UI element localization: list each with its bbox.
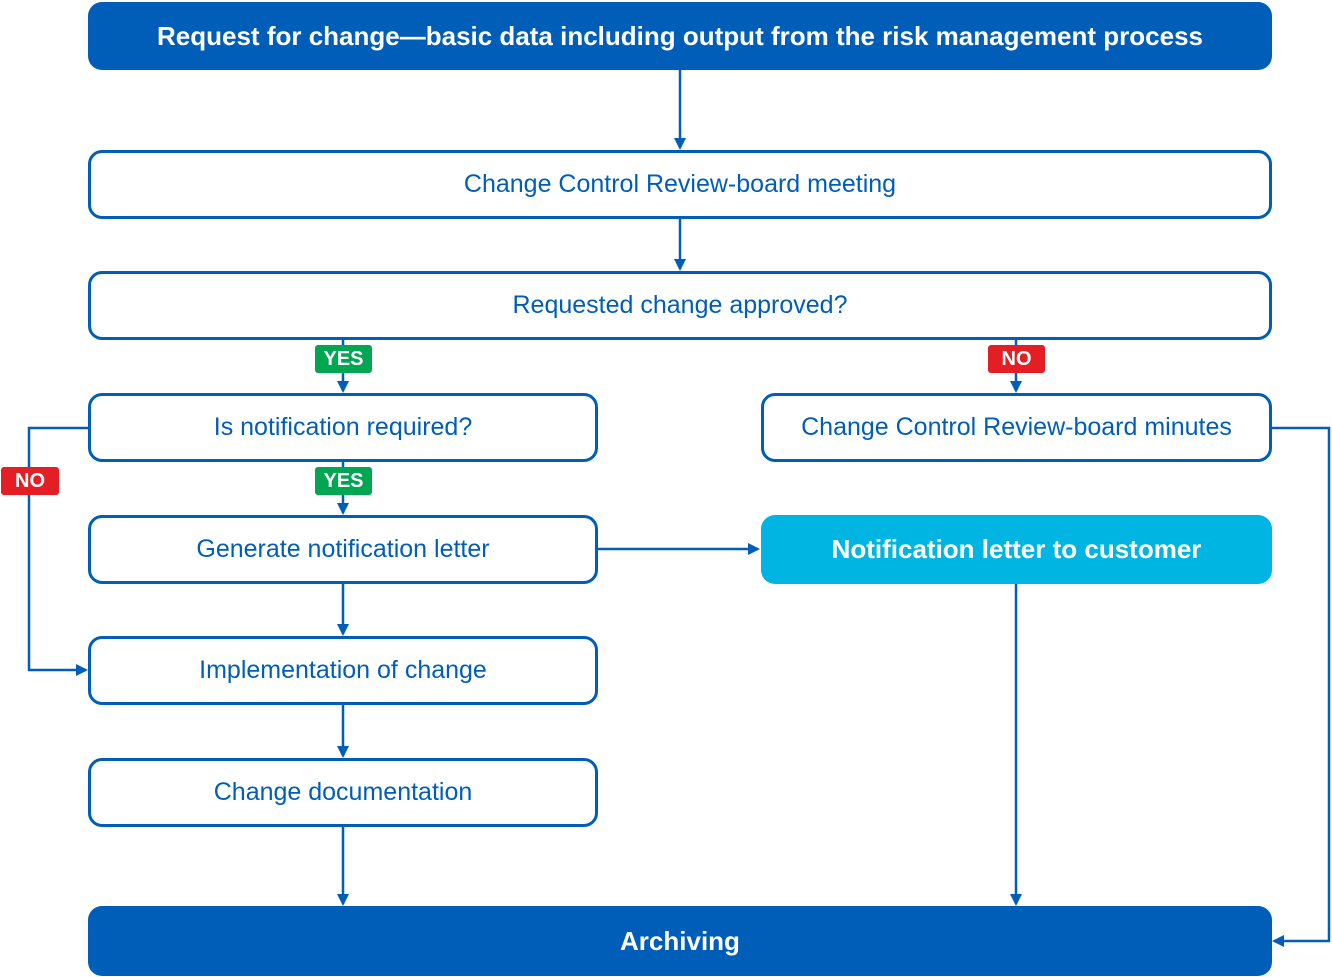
node-generate-notification-letter: Generate notification letter — [88, 515, 598, 584]
node-request-for-change: Request for change—basic data including … — [88, 2, 1272, 70]
arrow-minutes-to-archiving — [1271, 426, 1331, 947]
node-archiving: Archiving — [88, 906, 1272, 976]
node-notification-required-decision: Is notification required? — [88, 393, 598, 462]
label-notification-yes: YES — [315, 467, 372, 495]
node-notification-letter-to-customer: Notification letter to customer — [761, 515, 1272, 584]
node-implementation-of-change: Implementation of change — [88, 636, 598, 705]
node-change-documentation: Change documentation — [88, 758, 598, 827]
node-change-approved-decision: Requested change approved? — [88, 271, 1272, 340]
label-approved-yes: YES — [315, 345, 372, 373]
arrow-notification-no — [27, 426, 89, 676]
label-notification-no: NO — [1, 467, 59, 495]
node-review-board-meeting: Change Control Review-board meeting — [88, 150, 1272, 219]
label-approved-no: NO — [988, 345, 1045, 373]
node-review-board-minutes: Change Control Review-board minutes — [761, 393, 1272, 462]
